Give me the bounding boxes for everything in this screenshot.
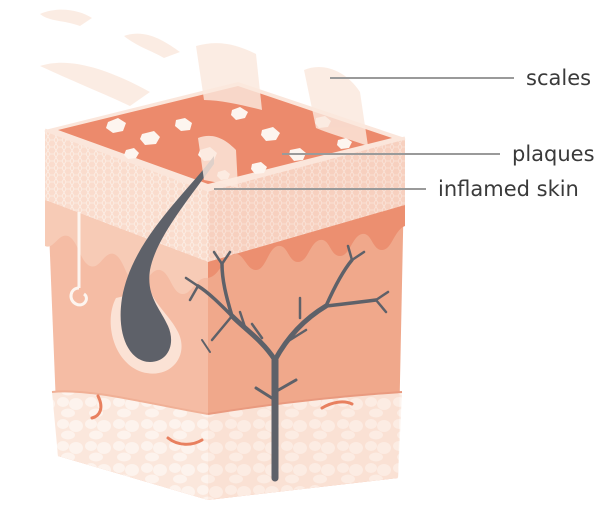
- scale-flake: [124, 34, 180, 58]
- scale-flake: [40, 10, 92, 26]
- label-inflamed-skin: inflamed skin: [438, 177, 579, 201]
- scale-flake: [40, 63, 150, 106]
- label-plaques: plaques: [512, 142, 595, 166]
- scale-flake: [196, 43, 262, 110]
- callout-scales: scales: [330, 66, 591, 90]
- label-scales: scales: [526, 66, 591, 90]
